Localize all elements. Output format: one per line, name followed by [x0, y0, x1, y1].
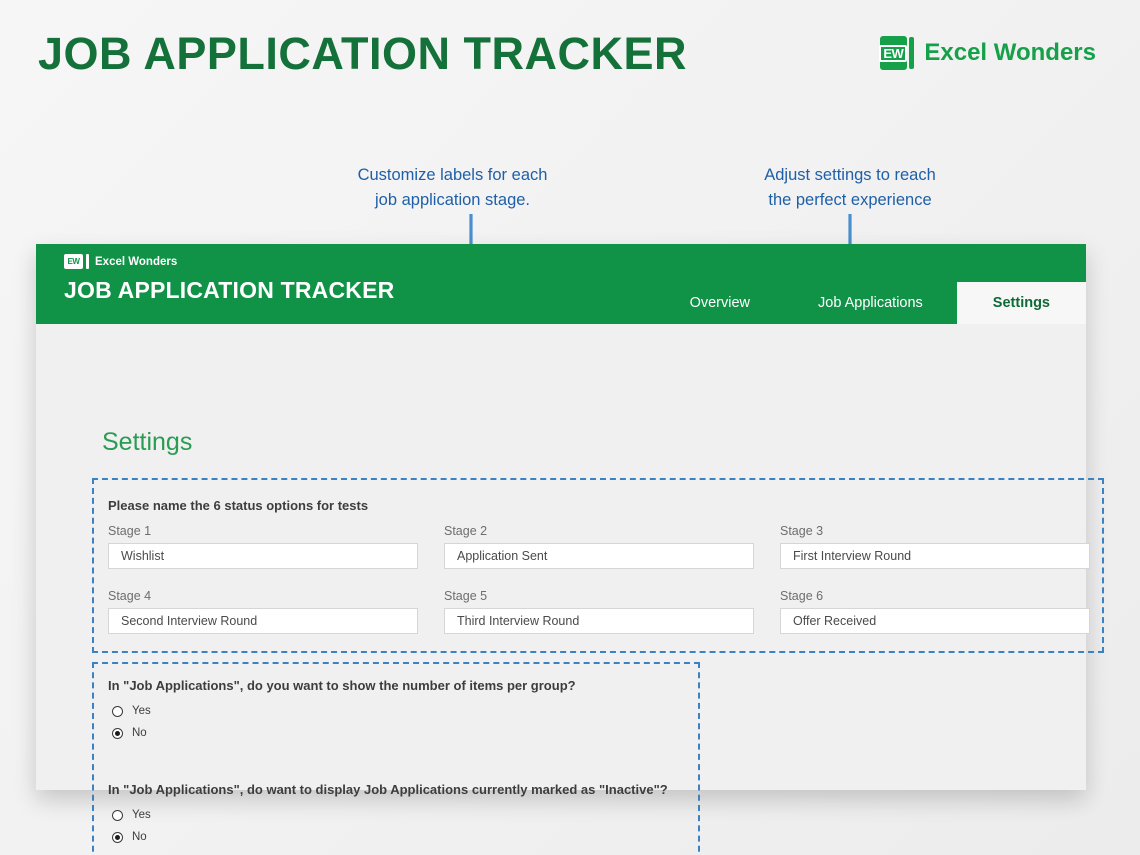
question-1-option-yes[interactable]: Yes	[112, 700, 151, 722]
stage-input-5[interactable]: Third Interview Round	[444, 608, 754, 634]
excel-wonders-logo-icon: EW	[879, 36, 915, 70]
question-1-option-no[interactable]: No	[112, 722, 151, 744]
question-1-radio-group: Yes No	[112, 700, 151, 744]
stage-label-3: Stage 3	[780, 524, 824, 538]
question-2-radio-group: Yes No	[112, 804, 151, 848]
options-section-outline	[92, 662, 700, 855]
tab-settings[interactable]: Settings	[956, 282, 1086, 324]
page-title: Settings	[102, 428, 193, 456]
tab-bar: Overview Job Applications Settings	[656, 282, 1086, 324]
app-logo-bar-shape	[86, 254, 89, 269]
stage-input-1[interactable]: Wishlist	[108, 543, 418, 569]
app-brand-logo: EW Excel Wonders	[64, 254, 177, 269]
app-brand-name-label: Excel Wonders	[95, 255, 178, 268]
question-1-option-yes-label: Yes	[132, 705, 151, 717]
stage-input-3[interactable]: First Interview Round	[780, 543, 1090, 569]
logo-bar-shape	[909, 37, 915, 69]
question-2-title: In "Job Applications", do want to displa…	[108, 782, 668, 797]
stages-section-title: Please name the 6 status options for tes…	[108, 498, 369, 513]
stage-field-6: Stage 6 Offer Received	[780, 589, 1090, 634]
question-1-title: In "Job Applications", do you want to sh…	[108, 678, 576, 693]
logo-initials: EW	[879, 44, 908, 62]
brand-name-label: Excel Wonders	[924, 39, 1096, 66]
stage-label-5: Stage 5	[444, 589, 488, 603]
logo-square-shape	[880, 36, 908, 70]
stage-input-2[interactable]: Application Sent	[444, 543, 754, 569]
stage-field-4: Stage 4 Second Interview Round	[108, 589, 418, 634]
poster-title: JOB APPLICATION TRACKER	[38, 28, 688, 79]
stages-section-outline	[92, 478, 1104, 653]
stage-label-6: Stage 6	[780, 589, 824, 603]
stage-input-4[interactable]: Second Interview Round	[108, 608, 418, 634]
app-header: EW Excel Wonders JOB APPLICATION TRACKER…	[36, 244, 1086, 324]
question-2-option-no[interactable]: No	[112, 826, 151, 848]
radio-icon-checked[interactable]	[112, 727, 123, 739]
stage-label-4: Stage 4	[108, 589, 152, 603]
stage-label-1: Stage 1	[108, 524, 152, 538]
stage-field-3: Stage 3 First Interview Round	[780, 524, 1090, 569]
app-logo-icon: EW	[64, 254, 83, 269]
stage-field-1: Stage 1 Wishlist	[108, 524, 418, 569]
annotation-text-settings: Adjust settings to reach the perfect exp…	[764, 166, 936, 209]
annotation-text-stages: Customize labels for each job applicatio…	[357, 166, 548, 209]
stage-input-6[interactable]: Offer Received	[780, 608, 1090, 634]
question-1-option-no-label: No	[132, 727, 147, 739]
radio-icon-checked[interactable]	[112, 831, 123, 843]
brand-logo: EW Excel Wonders	[879, 36, 1096, 70]
app-body: Settings Please name the 6 status option…	[36, 324, 1104, 855]
stage-label-2: Stage 2	[444, 524, 488, 538]
question-2-option-yes[interactable]: Yes	[112, 804, 151, 826]
radio-icon-unchecked[interactable]	[112, 809, 123, 821]
app-title: JOB APPLICATION TRACKER	[64, 277, 395, 303]
tab-overview[interactable]: Overview	[689, 295, 750, 311]
question-2-option-yes-label: Yes	[132, 809, 151, 821]
stage-field-2: Stage 2 Application Sent	[444, 524, 754, 569]
radio-icon-unchecked[interactable]	[112, 705, 123, 717]
tab-job-applications[interactable]: Job Applications	[818, 295, 923, 311]
stage-field-5: Stage 5 Third Interview Round	[444, 589, 754, 634]
app-window: EW Excel Wonders JOB APPLICATION TRACKER…	[36, 244, 1104, 855]
question-2-option-no-label: No	[132, 831, 147, 843]
app-logo-initials: EW	[67, 257, 80, 266]
